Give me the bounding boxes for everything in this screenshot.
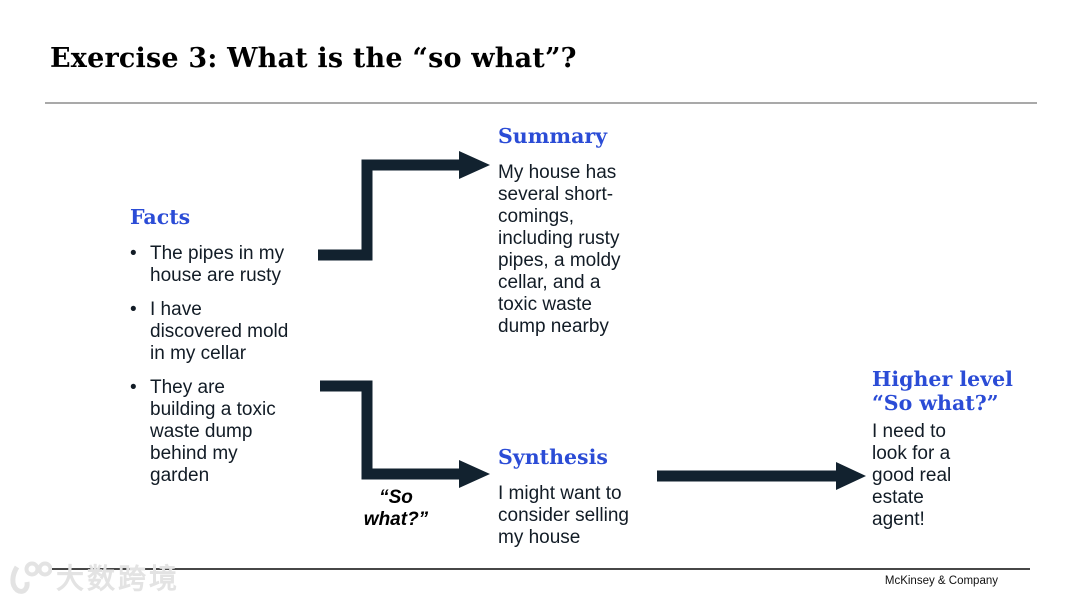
higher-level-text: I need to look for a good real estate ag… <box>872 421 952 530</box>
fact-text: I have discovered mold in my cellar <box>150 299 289 364</box>
footer-divider <box>50 568 1030 570</box>
arrow-facts-to-summary <box>318 151 490 261</box>
list-item: • I have discovered mold in my cellar <box>130 299 325 365</box>
arrow-facts-to-synthesis <box>320 380 490 488</box>
facts-heading: Facts <box>130 205 191 229</box>
bullet-marker: • <box>130 377 137 398</box>
summary-heading: Summary <box>498 124 608 148</box>
watermark: 大数跨境 <box>6 560 180 598</box>
bullet-marker: • <box>130 299 137 320</box>
bullet-marker: • <box>130 243 137 264</box>
watermark-logo-icon <box>10 561 52 594</box>
fact-text: They are building a toxic waste dump beh… <box>150 377 276 486</box>
higher-level-block: Higher level “So what?” I need to look f… <box>872 367 1017 531</box>
fact-text: The pipes in my house are rusty <box>150 243 285 286</box>
title-divider <box>45 102 1037 104</box>
summary-text: My house has several short- comings, inc… <box>498 162 621 337</box>
facts-list: • The pipes in my house are rusty • I ha… <box>130 243 325 487</box>
brand-footer: McKinsey & Company <box>884 575 998 587</box>
synthesis-heading: Synthesis <box>498 445 608 469</box>
page-title: Exercise 3: What is the “so what”? <box>50 43 577 74</box>
facts-block: Facts • The pipes in my house are rusty … <box>130 205 325 499</box>
so-what-annotation: “So what?” <box>363 487 429 530</box>
summary-block: Summary My house has several short- comi… <box>498 124 663 338</box>
watermark-text: 大数跨境 <box>56 563 181 594</box>
synthesis-text: I might want to consider selling my hous… <box>498 483 629 548</box>
higher-level-heading: Higher level “So what?” <box>872 367 1013 415</box>
arrow-synthesis-to-higher <box>657 462 866 490</box>
list-item: • They are building a toxic waste dump b… <box>130 377 325 487</box>
list-item: • The pipes in my house are rusty <box>130 243 325 287</box>
synthesis-block: Synthesis I might want to consider selli… <box>498 445 673 549</box>
